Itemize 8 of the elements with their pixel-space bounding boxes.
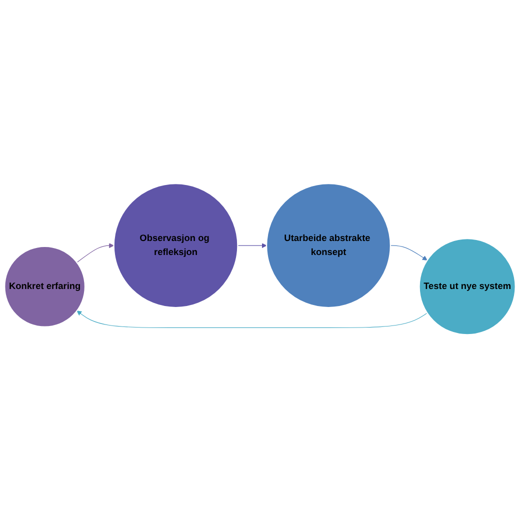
arrow xyxy=(390,246,428,261)
node-circle: Utarbeide abstrakte konsept xyxy=(266,183,392,308)
node-circle: Teste ut nye system xyxy=(418,238,516,336)
arrow xyxy=(76,310,428,328)
arrow xyxy=(76,243,114,264)
arrow xyxy=(237,243,267,248)
node-circle: Konkret erfaring xyxy=(4,246,86,328)
node-circle: Observasjon og refleksjon xyxy=(113,183,238,308)
